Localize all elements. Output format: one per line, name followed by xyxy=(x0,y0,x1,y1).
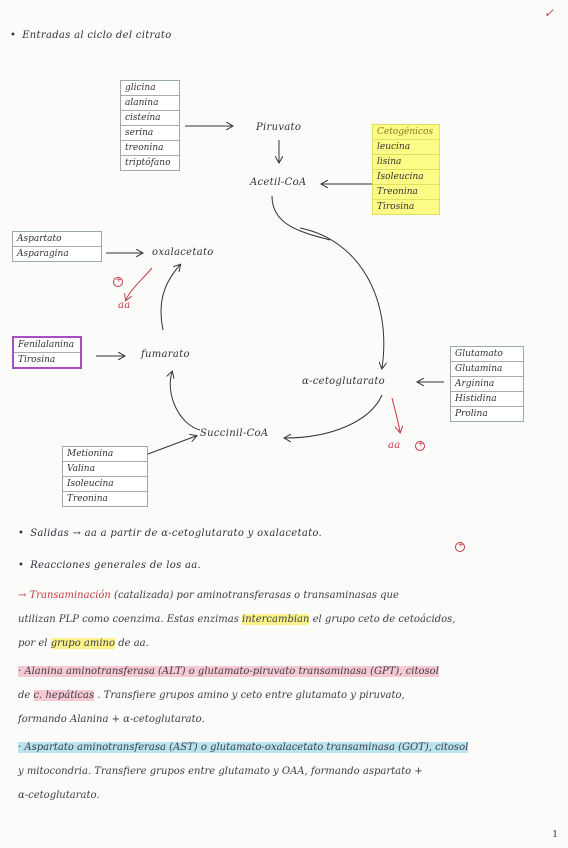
plus-right: + xyxy=(417,439,425,448)
arrow-acetil-cycle xyxy=(271,195,331,241)
list-item: Fenilalanina xyxy=(14,338,80,353)
arrow-succinil-fumarato xyxy=(170,372,201,431)
box-metionina: Metionina Valina Isoleucina Treonina xyxy=(62,446,148,507)
circle-plus-salidas xyxy=(455,542,465,552)
line3: utilizan PLP como coenzima. Estas enzima… xyxy=(18,614,239,625)
node-succinil-coa: Succinil-CoA xyxy=(200,428,269,439)
list-item: glicina xyxy=(121,81,179,96)
ast-line3: α-cetoglutarato. xyxy=(18,790,100,801)
line4b: de aa. xyxy=(118,638,149,649)
list-item: Treonina xyxy=(67,494,108,504)
arrow-alfa-succinil xyxy=(285,394,383,438)
arrow-exit-aa-left xyxy=(126,267,153,300)
list-item: Isoleucina xyxy=(63,477,147,492)
circle-plus-left xyxy=(113,277,123,287)
node-alfa-cetoglutarato: α-cetoglutarato xyxy=(302,376,385,387)
line3b: el grupo ceto de cetoácidos, xyxy=(312,614,456,625)
box-piruvato-sources: glicina alanina cisteína serina treonina… xyxy=(120,80,180,171)
list-item: Tirosina xyxy=(18,355,56,365)
alt-c: . Transfiere grupos amino y ceto entre g… xyxy=(97,690,405,701)
list-item: Valina xyxy=(63,462,147,477)
line4a: por el xyxy=(18,638,48,649)
cetogenicos-title: Cetogénicos xyxy=(373,125,439,140)
entradas-heading: Entradas al ciclo del citrato xyxy=(10,30,172,41)
arrow-exit-aa-right xyxy=(391,397,400,432)
box-fenilalanina: Fenilalanina Tirosina xyxy=(12,336,82,369)
aa-right-label: aa xyxy=(388,440,401,451)
list-item: triptófano xyxy=(125,158,171,168)
list-item: cisteína xyxy=(121,111,179,126)
list-item: Arginina xyxy=(451,377,523,392)
arrow-arc-right xyxy=(299,227,384,368)
list-item: Metionina xyxy=(63,447,147,462)
page-number: 1 xyxy=(552,830,558,840)
plus-left: + xyxy=(115,275,123,284)
grupo-amino-highlight: grupo amino xyxy=(50,638,116,649)
box-glutamato: Glutamato Glutamina Arginina Histidina P… xyxy=(450,346,524,422)
ast-paragraph: · Aspartato aminotransferasa (AST) o glu… xyxy=(18,736,558,808)
arrow-metionina-succinil xyxy=(147,436,196,455)
list-item: serina xyxy=(121,126,179,141)
list-item: Tirosina xyxy=(377,202,415,212)
node-acetil-coa: Acetil-CoA xyxy=(250,177,307,188)
intercambian-highlight: intercambian xyxy=(242,614,310,625)
node-fumarato: fumarato xyxy=(141,349,190,360)
list-item: Glutamato xyxy=(451,347,523,362)
trans-rest: (catalizada) por aminotransferasas o tra… xyxy=(114,590,399,601)
list-item: Glutamina xyxy=(451,362,523,377)
arrow-fumarato-oxalacetato xyxy=(160,265,180,331)
hepaticas-highlight: c. hepáticas xyxy=(33,690,95,701)
list-item: alanina xyxy=(121,96,179,111)
list-item: Prolina xyxy=(455,409,488,419)
reacciones-line: Reacciones generales de los aa. xyxy=(18,560,201,571)
node-piruvato: Piruvato xyxy=(256,122,302,133)
ast-line2: y mitocondria. Transfiere grupos entre g… xyxy=(18,766,423,777)
plus-salidas: + xyxy=(457,540,465,549)
circle-plus-right xyxy=(415,441,425,451)
box-aspartato: Aspartato Asparagina xyxy=(12,231,102,262)
transaminacion-paragraph: → Transaminación (catalizada) por aminot… xyxy=(18,584,558,656)
box-cetogenicos: Cetogénicos leucina lisina Isoleucina Tr… xyxy=(372,124,440,215)
alt-paragraph: · Alanina aminotransferasa (ALT) o gluta… xyxy=(18,660,558,732)
list-item: Isoleucina xyxy=(373,170,439,185)
node-oxalacetato: oxalacetato xyxy=(152,247,214,258)
list-item: leucina xyxy=(373,140,439,155)
alt-d: formando Alanina + α-cetoglutarato. xyxy=(18,714,205,725)
alt-b: de xyxy=(18,690,31,701)
alt-line1: · Alanina aminotransferasa (ALT) o gluta… xyxy=(18,666,439,677)
transaminacion-label: → Transaminación xyxy=(18,590,111,601)
ast-line1: · Aspartato aminotransferasa (AST) o glu… xyxy=(18,742,469,753)
list-item: treonina xyxy=(121,141,179,156)
list-item: Histidina xyxy=(451,392,523,407)
list-item: Treonina xyxy=(373,185,439,200)
list-item: Aspartato xyxy=(13,232,101,247)
salidas-line: Salidas → aa a partir de α-cetoglutarato… xyxy=(18,528,322,539)
list-item: Asparagina xyxy=(17,249,69,259)
aa-left-label: aa xyxy=(118,300,131,311)
list-item: lisina xyxy=(373,155,439,170)
check-mark: ✓ xyxy=(543,6,554,20)
